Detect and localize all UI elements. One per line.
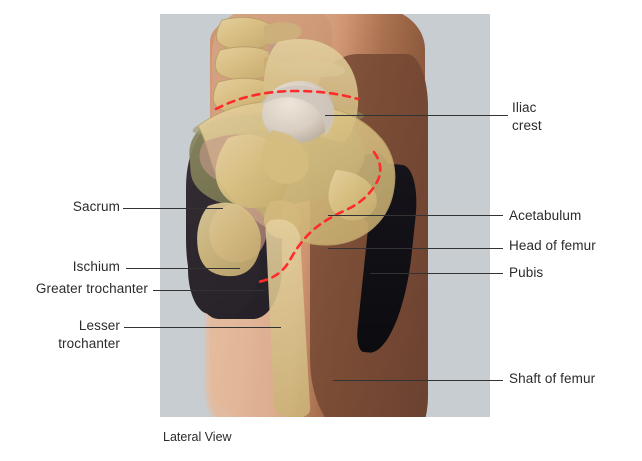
skeleton-overlay: [197, 16, 396, 417]
shaft-of-femur: [265, 219, 311, 417]
leader-iliac-crest: [325, 115, 508, 116]
label-shaft-of-femur: Shaft of femur: [509, 371, 596, 386]
leader-acetabulum: [328, 215, 503, 216]
label-head-of-femur: Head of femur: [509, 238, 596, 253]
leader-greater-trochanter: [153, 290, 265, 291]
label-acetabulum: Acetabulum: [509, 208, 582, 223]
leader-head-of-femur: [328, 248, 503, 249]
label-iliac-crest-line1: Iliac: [512, 100, 537, 115]
leader-ischium: [126, 268, 240, 269]
label-greater-trochanter: Greater trochanter: [35, 281, 148, 296]
label-ischium: Ischium: [72, 259, 120, 274]
pubis: [328, 170, 377, 221]
figure-caption: Lateral View: [163, 430, 232, 444]
label-sacrum: Sacrum: [72, 199, 120, 214]
leader-shaft-of-femur: [333, 380, 503, 381]
label-lesser-trochanter-line1: Lesser: [78, 318, 120, 333]
leader-lesser-trochanter: [124, 327, 281, 328]
label-pubis: Pubis: [509, 265, 544, 280]
label-lesser-trochanter-line2: trochanter: [58, 336, 120, 351]
acetabular-rim: [260, 85, 335, 138]
pubis-dash: [256, 150, 382, 284]
iliac-crest-dash: [214, 89, 360, 111]
leader-pubis: [370, 273, 503, 274]
femoral-neck: [261, 130, 309, 184]
label-iliac-crest-line2: crest: [512, 118, 542, 133]
leader-sacrum: [123, 208, 223, 209]
ischium: [197, 202, 261, 277]
highlight-dashes: [214, 89, 382, 284]
